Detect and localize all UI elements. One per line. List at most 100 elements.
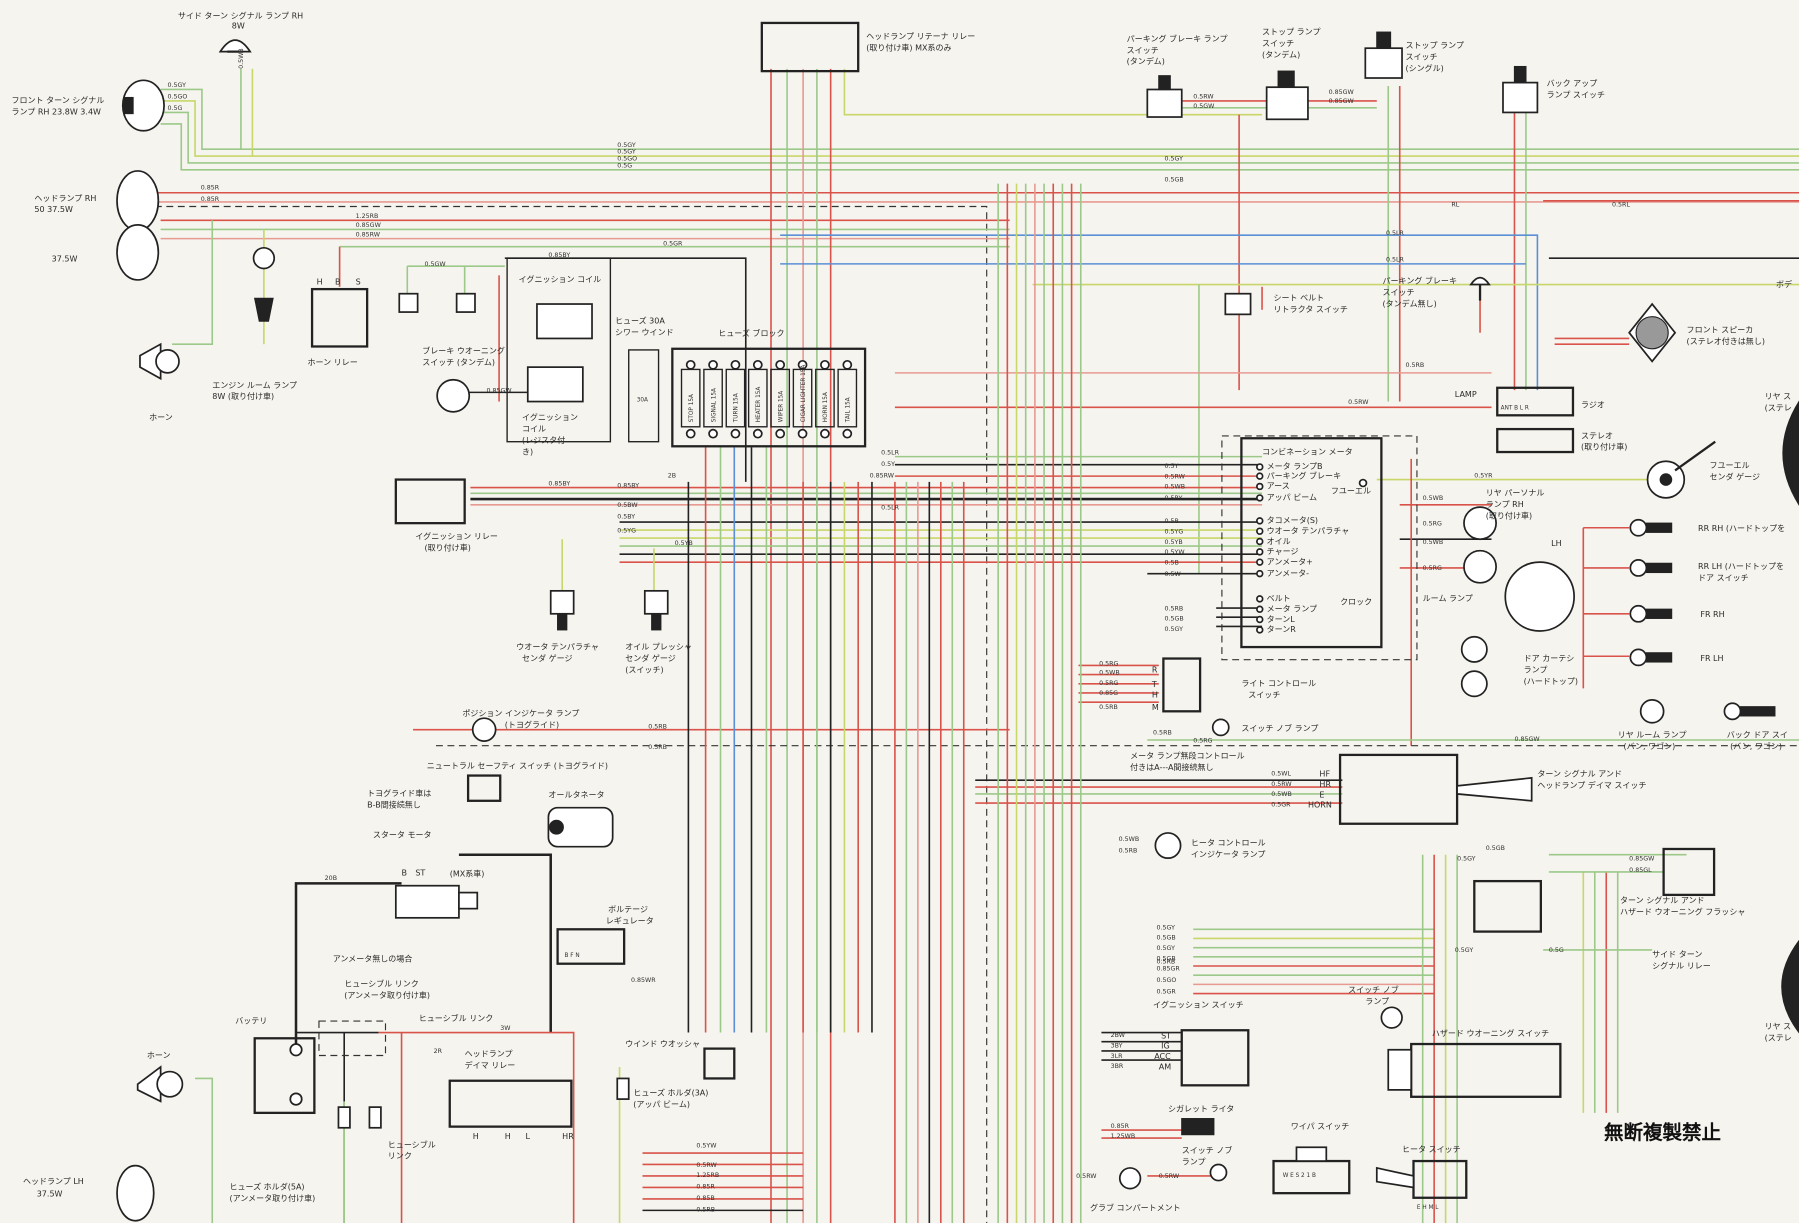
front-turn-signal-lamp-rh: フロント ターン シグナル ランプ RH 23.8W 3.4W [11,79,165,132]
heater-switch: ヒータ スイッチ E H M L [1375,1145,1468,1211]
svg-text:イグニッション コイル: イグニッション コイル [519,274,602,284]
svg-text:リンク: リンク [388,1152,412,1161]
svg-text:B: B [402,868,408,877]
meter-item-label: ベルト [1267,594,1291,603]
meter-terminal [1256,517,1264,525]
svg-text:0.85GW: 0.85GW [356,222,382,229]
meter-terminal [1256,626,1264,634]
svg-text:ヘッドランプ LH: ヘッドランプ LH [23,1177,84,1186]
svg-text:0.5RW: 0.5RW [1159,1173,1180,1180]
svg-text:E: E [1319,790,1324,799]
svg-text:ドア カーテシ: ドア カーテシ [1524,654,1575,663]
svg-text:0.5RW: 0.5RW [1165,473,1186,480]
voltage-regulator: ボルテージ レギュレータ B F N [556,905,654,965]
svg-text:37.5W: 37.5W [52,255,78,264]
position-indicator-lamp: ポジション インジケータ ランプ (トヨグライド) [462,709,579,743]
ignition-coil: イグニッション コイル イグニッション コイル (レジスタ付 き) [436,257,612,456]
svg-text:パーキング ブレーキ: パーキング ブレーキ [1383,275,1457,285]
svg-text:0.5GO: 0.5GO [1157,977,1177,984]
meter-terminal [1256,615,1264,624]
meter-terminal [1256,472,1264,480]
side-turn-label: サイド ターン シグナル ランプ RH [178,10,303,20]
meter-item-label: パーキング ブレーキ [1267,470,1341,480]
fuse-terminal [730,428,741,439]
svg-text:B F N: B F N [564,953,579,959]
svg-text:(ステレ: (ステレ [1765,1034,1792,1043]
svg-text:0.85R: 0.85R [696,1184,715,1191]
svg-text:アンメータ無しの場合: アンメータ無しの場合 [333,953,413,963]
svg-text:0.5WB: 0.5WB [238,48,245,69]
svg-text:0.5RB: 0.5RB [1153,729,1172,736]
svg-text:(タンデム無し): (タンデム無し) [1383,298,1437,308]
svg-text:0.5GW: 0.5GW [1193,103,1215,110]
rear-speaker-right: リヤ ス (ステレ リヤ ス (ステレ ボデ [1765,279,1799,1043]
turn-hazard-flasher: ターン シグナル アンド ハザード ウオーニング フラッシャ サイド ターン シ… [1473,847,1745,970]
svg-text:2BW: 2BW [1111,1032,1126,1039]
fuse-terminal [685,359,696,370]
fuse-terminal [820,428,830,439]
svg-text:スイッチ ノブ ランプ: スイッチ ノブ ランプ [1241,723,1318,733]
svg-text:RL: RL [1451,202,1459,209]
oil-pressure-sender: オイル プレッシャ センダ ゲージ (スイッチ) [625,589,692,674]
svg-text:0.5WB: 0.5WB [1119,836,1140,843]
horn-rh: ホーン [139,342,180,422]
svg-text:H: H [473,1132,479,1141]
svg-text:0.5RB: 0.5RB [1099,704,1118,711]
svg-text:ウインド ウオッシャ: ウインド ウオッシャ [625,1039,700,1048]
svg-text:0.5WB: 0.5WB [1423,495,1444,502]
svg-text:RR RH (ハードトップを: RR RH (ハードトップを [1698,524,1785,533]
svg-text:ヒューズ ホルダ(3A): ヒューズ ホルダ(3A) [633,1088,708,1098]
svg-text:シガレット ライタ: シガレット ライタ [1168,1104,1234,1114]
svg-text:0.5RW: 0.5RW [1193,94,1214,101]
meter-terminal [1256,595,1264,603]
meter-item-label: ウオータ テンパラチャ [1267,526,1350,535]
parking-brake-lamp-switch-tandem: パーキング ブレーキ ランプ スイッチ (タンデム) [1127,33,1228,118]
meter-terminal [1256,494,1264,502]
svg-text:0.5RB: 0.5RB [648,724,667,731]
svg-text:(タンデム): (タンデム) [1262,49,1300,59]
svg-text:ボデ: ボデ [1776,279,1792,289]
meter-item-label: チャージ [1267,547,1299,556]
svg-text:コンビネーション メータ: コンビネーション メータ [1262,447,1353,456]
backup-lamp-switch: バック アップ ランプ スイッチ [1502,65,1605,114]
watermark-text: 無断複製禁止 [1604,1121,1721,1144]
svg-text:50 37.5W: 50 37.5W [34,205,73,214]
headlamp-rh: ヘッドランプ RH 50 37.5W 37.5W [34,170,160,281]
meter-item-label: アンメータ+ [1267,557,1313,566]
svg-text:クロック: クロック [1340,598,1372,607]
svg-text:(MX系車): (MX系車) [450,869,485,879]
svg-text:コイル: コイル [522,424,546,433]
svg-text:フロント ターン シグナル: フロント ターン シグナル [11,95,104,105]
svg-text:0.5GB: 0.5GB [1157,935,1176,942]
svg-text:(レジスタ付: (レジスタ付 [522,435,565,445]
svg-text:0.5GR: 0.5GR [663,241,683,248]
fuse-label: HORN 15A [823,392,829,422]
svg-text:パーキング ブレーキ ランプ: パーキング ブレーキ ランプ [1127,33,1228,43]
svg-text:T: T [1151,680,1157,689]
wind-washer: ウインド ウオッシャ [625,1039,736,1080]
svg-text:8W (取り付け車): 8W (取り付け車) [212,391,274,401]
svg-text:シート ベルト: シート ベルト [1274,294,1325,303]
svg-text:0.5WB: 0.5WB [1271,791,1292,798]
svg-text:0.85GW: 0.85GW [486,387,512,394]
svg-text:ウオータ テンパラチャ: ウオータ テンパラチャ [516,642,599,651]
svg-text:ストップ ランプ: ストップ ランプ [1405,41,1463,50]
svg-text:0.85GW: 0.85GW [1329,89,1355,96]
meter-terminal [1256,463,1264,471]
door-switch-rr-lh: RR LH (ハードトップを ドア スイッチ [1629,559,1784,583]
svg-text:ホーン: ホーン [149,413,173,422]
svg-text:37.5W: 37.5W [37,1190,63,1199]
fuse-terminal [775,359,786,370]
back-door-switch: バック ドア スイ (バン, ワゴン) [1723,702,1788,751]
svg-text:ANT B L R: ANT B L R [1501,406,1529,412]
svg-text:0.5GB: 0.5GB [1486,845,1505,852]
svg-text:ラジオ: ラジオ [1581,400,1605,409]
svg-text:スイッチ: スイッチ [1248,691,1280,700]
svg-text:ドア スイッチ: ドア スイッチ [1698,574,1749,583]
switch-knob-lamp-2: スイッチ ノブ ランプ [1348,984,1403,1029]
svg-text:スイッチ: スイッチ [1383,288,1415,297]
svg-text:0.5YW: 0.5YW [696,1142,717,1149]
svg-text:H: H [1152,691,1158,700]
svg-text:(アンメータ取り付け車): (アンメータ取り付け車) [229,1193,315,1203]
svg-text:1.25RB: 1.25RB [356,213,379,220]
